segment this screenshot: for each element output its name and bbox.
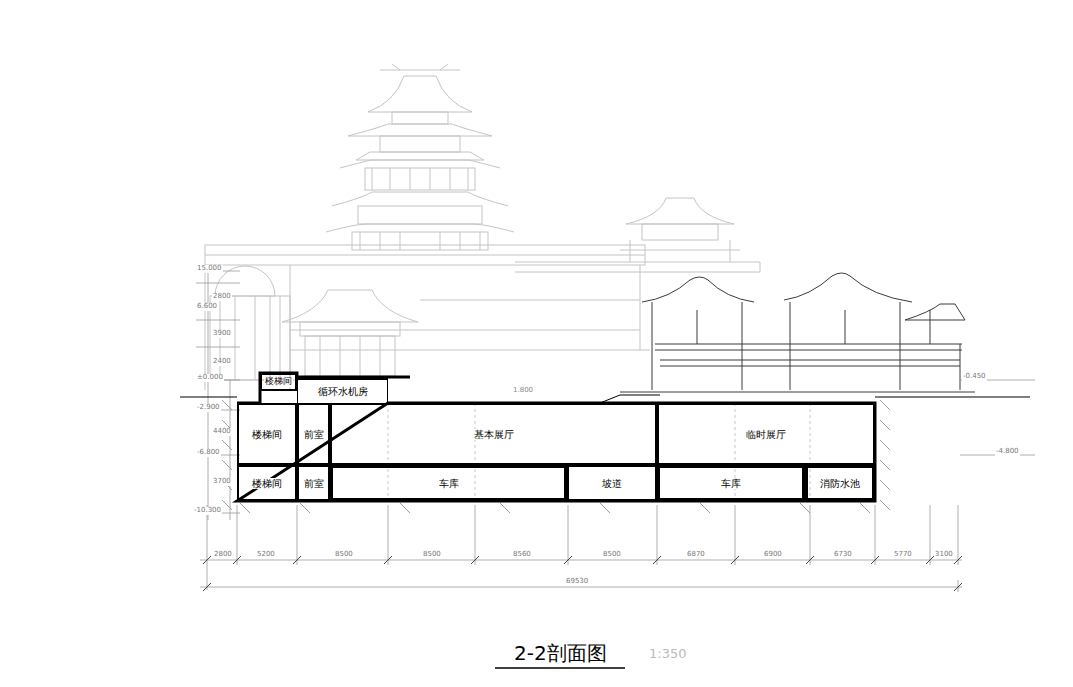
room-name: 坡道 <box>601 478 623 489</box>
room-box: 前室 <box>297 403 330 465</box>
dimension-text: 15.000 <box>196 265 223 273</box>
dimension-text: 5770 <box>893 551 913 559</box>
dimension-text: 8560 <box>512 551 532 559</box>
title-underline <box>495 667 625 669</box>
dimension-text: 69530 <box>565 578 589 586</box>
dimension-text: 6730 <box>833 551 853 559</box>
room-box: 循环水机房 <box>297 377 388 404</box>
room-name: 基本展厅 <box>473 429 515 440</box>
dimension-text: -2.900 <box>196 404 221 412</box>
cut-building-section <box>620 273 975 392</box>
room-name: 车库 <box>438 478 460 489</box>
dimension-text: 3100 <box>934 551 954 559</box>
room-box: 楼梯间 <box>260 373 297 391</box>
dimension-text: -6.800 <box>196 449 221 457</box>
room-box: 车库 <box>330 465 567 501</box>
basement-outer-wall <box>237 373 875 501</box>
room-box: 楼梯间 <box>237 403 297 465</box>
dimension-text: 1.800 <box>512 387 534 395</box>
dimension-text: 3700 <box>212 478 232 486</box>
dimension-text: 6870 <box>686 551 706 559</box>
dimension-text: 8500 <box>422 551 442 559</box>
drawing-title: 2-2剖面图 <box>514 642 607 664</box>
room-name: 楼梯间 <box>251 478 283 489</box>
room-name: 楼梯间 <box>251 429 283 440</box>
dimension-text: 6.600 <box>196 303 218 311</box>
dimension-text: 8500 <box>602 551 622 559</box>
dimension-text: 6900 <box>763 551 783 559</box>
room-name: 楼梯间 <box>264 377 293 387</box>
room-name: 消防水池 <box>819 478 861 489</box>
room-box: 车库 <box>657 465 805 501</box>
dimension-text: 3900 <box>212 330 232 338</box>
soil-hatch <box>222 400 890 513</box>
dimension-text: ±0.000 <box>196 374 224 382</box>
room-box: 楼梯间 <box>237 465 297 501</box>
room-name: 车库 <box>720 478 742 489</box>
dimension-text: -0.450 <box>962 373 987 381</box>
scale-note: 1:350 <box>648 647 687 661</box>
dimension-text: 4400 <box>212 428 232 436</box>
dimension-text: 2800 <box>212 293 232 301</box>
room-box: 临时展厅 <box>657 403 875 465</box>
dimension-text: 2800 <box>213 551 233 559</box>
dimension-lines <box>196 265 1035 592</box>
elevation-background <box>205 64 760 390</box>
grid-lines <box>388 403 810 500</box>
room-name: 前室 <box>303 429 325 440</box>
dimension-ticks <box>203 556 962 591</box>
room-box: 坡道 <box>567 465 657 501</box>
dimension-text: -10.300 <box>193 507 222 515</box>
dimension-text: 8500 <box>334 551 354 559</box>
room-box: 基本展厅 <box>330 403 657 465</box>
room-box: 消防水池 <box>805 465 875 501</box>
room-name: 前室 <box>303 478 325 489</box>
room-box: 前室 <box>297 465 330 501</box>
room-name: 临时展厅 <box>745 429 787 440</box>
dimension-text: 5200 <box>256 551 276 559</box>
room-name: 循环水机房 <box>317 386 369 397</box>
dimension-text: 2400 <box>212 358 232 366</box>
dimension-text: -4.800 <box>995 448 1020 456</box>
